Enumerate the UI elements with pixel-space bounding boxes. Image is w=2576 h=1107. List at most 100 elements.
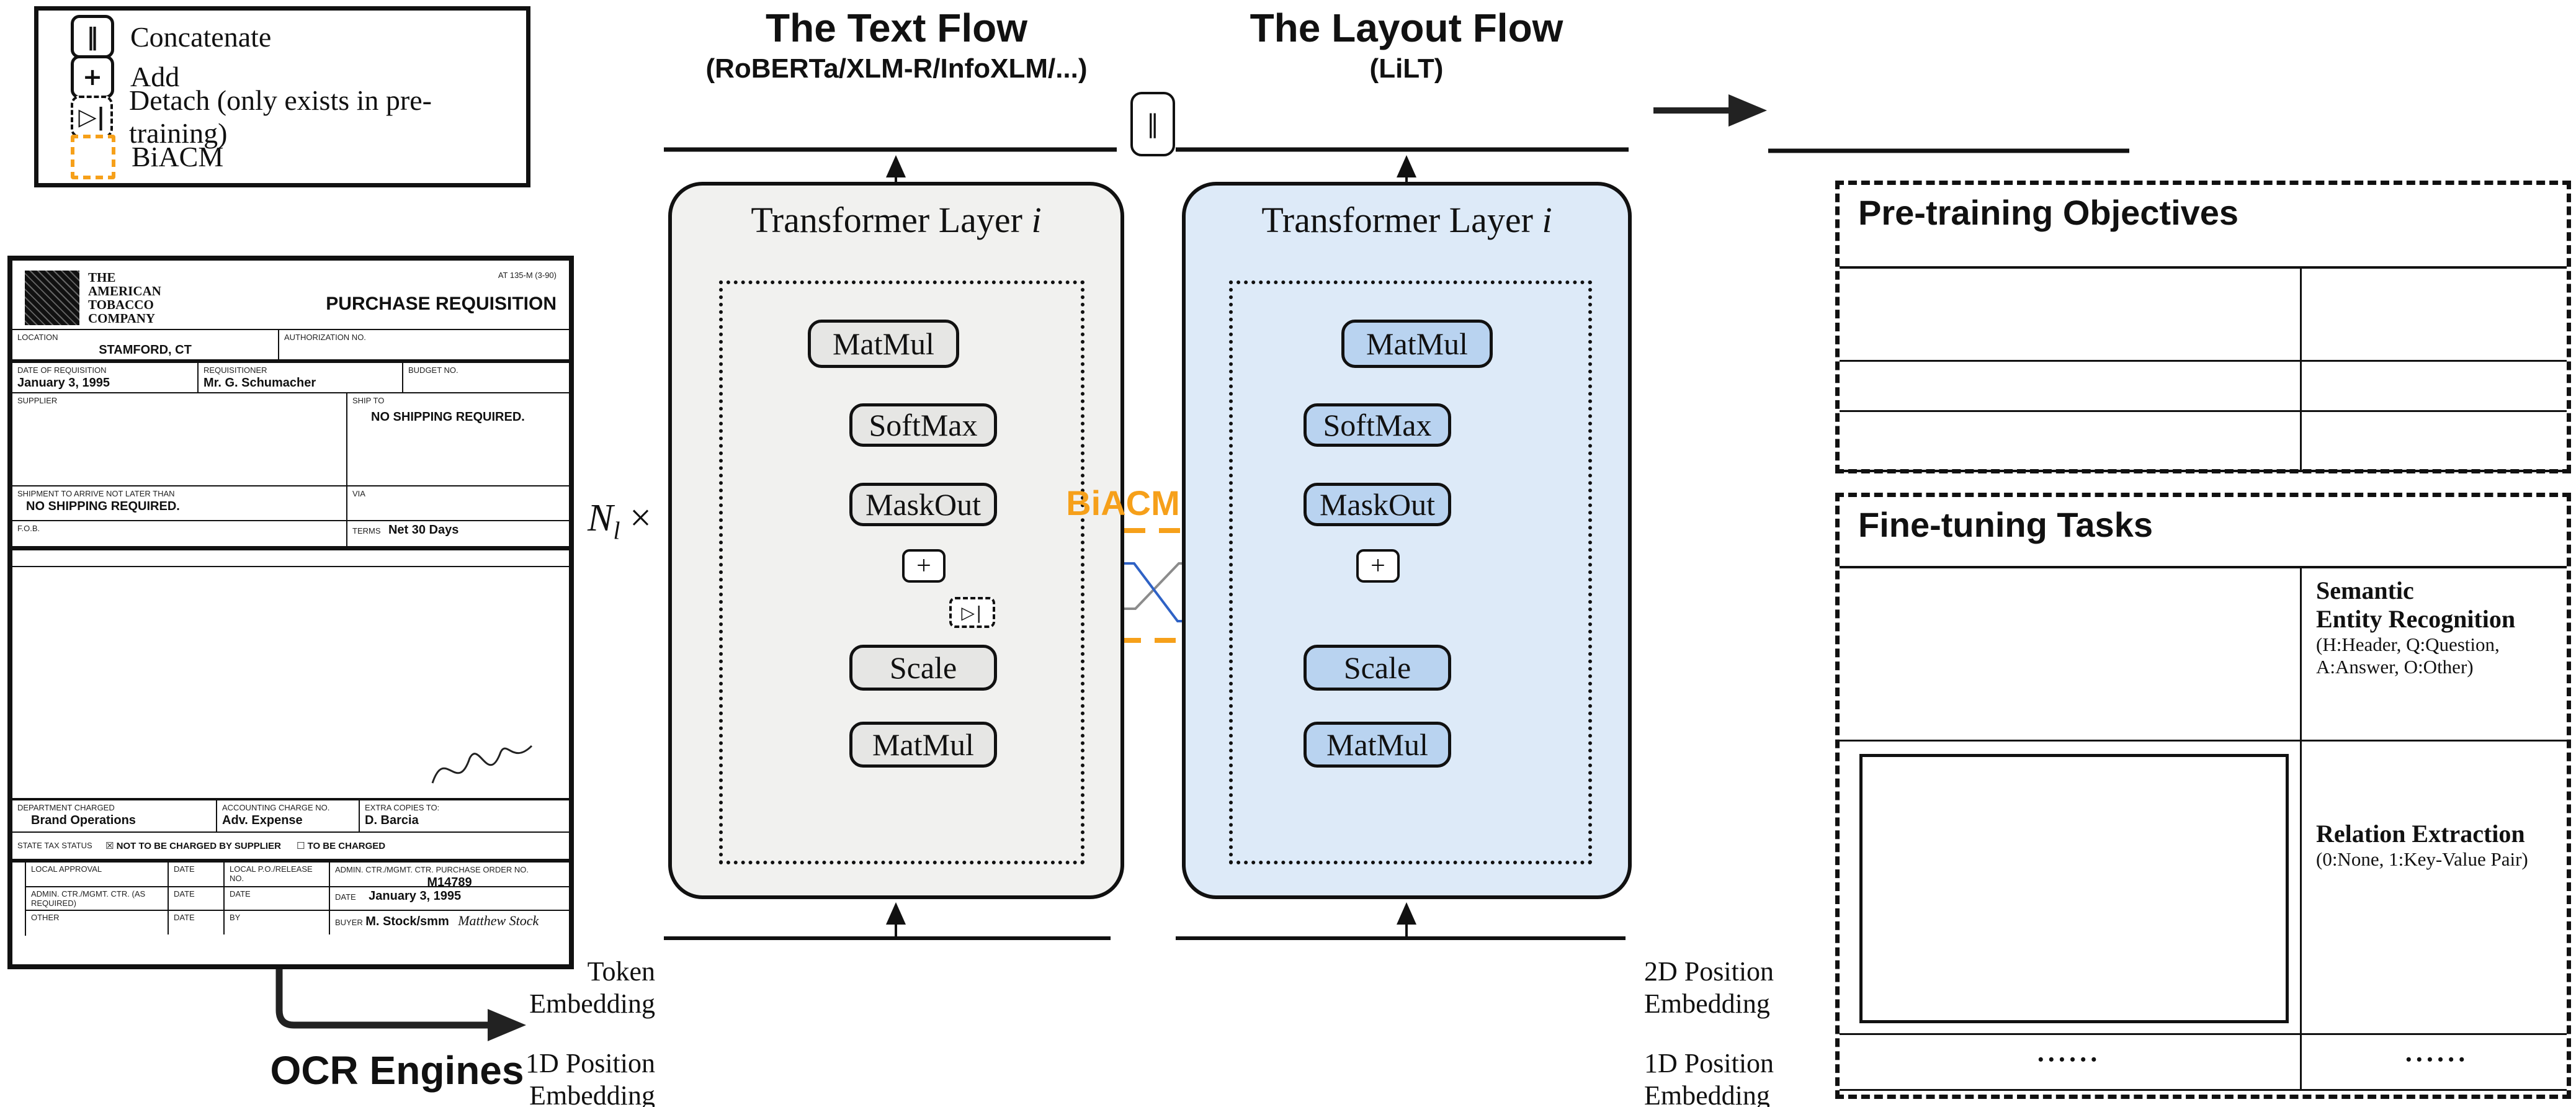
local-approval-label: LOCAL APPROVAL: [26, 863, 169, 887]
date-value: January 3, 1995: [17, 376, 110, 390]
buyer-signature: Matthew Stock: [458, 913, 539, 929]
terms-value: Net 30 Days: [388, 523, 459, 537]
requisitioner-label: REQUISITIONER: [203, 365, 267, 375]
shipment-label: SHIPMENT TO ARRIVE NOT LATER THAN: [17, 489, 175, 499]
multiplier-base: N: [588, 497, 614, 539]
other-label: OTHER: [26, 911, 169, 935]
fob-label: F.O.B.: [17, 524, 40, 534]
company-name-line: COMPANY: [88, 311, 156, 326]
approvals-side-label: [12, 863, 26, 936]
po-number: M14789: [427, 876, 472, 890]
layout-attention-dotted-box: [1229, 280, 1592, 864]
po-label: LOCAL P.O./RELEASE NO.: [225, 863, 330, 887]
legend-box: ‖ Concatenate + Add ▷| Detach (only exists in…: [34, 6, 530, 187]
text-scale-block: Scale: [849, 645, 997, 691]
acct-label: ACCOUNTING CHARGE NO.: [222, 803, 330, 813]
layout-add-box: +: [1356, 549, 1400, 583]
shipto-value: NO SHIPPING REQUIRED.: [371, 410, 525, 424]
tax-option-2: TO BE CHARGED: [307, 841, 386, 852]
layout-matmul-top-block: MatMul: [1341, 320, 1493, 368]
text-flow-title: The Text Flow: [766, 6, 1027, 50]
location-value: STAMFORD, CT: [99, 343, 192, 357]
concatenate-symbol: ‖: [1147, 110, 1159, 138]
shipment-value: NO SHIPPING REQUIRED.: [26, 500, 180, 514]
pretraining-panel: Pre-training Objectives: [1835, 181, 2571, 473]
layout-layer-title: Transformer Layer i: [1261, 200, 1552, 240]
copies-label: EXTRA COPIES TO:: [365, 803, 440, 813]
concatenate-icon: ‖: [71, 15, 114, 59]
layout-flow-subtitle: (LiLT): [1369, 53, 1444, 84]
ocr-engines-label: OCR Engines: [270, 1048, 524, 1093]
text-matmul-top-block: MatMul: [808, 320, 959, 368]
location-label: LOCATION: [17, 333, 58, 343]
biacm-label: BiACM: [1066, 483, 1180, 522]
text-matmul-bottom-block: MatMul: [849, 722, 997, 768]
tax-option-1: NOT TO BE CHARGED BY SUPPLIER: [116, 841, 281, 852]
text-maskout-block: MaskOut: [849, 483, 997, 526]
buyer-label: BUYER: [335, 918, 363, 928]
company-name-line: THE: [88, 270, 116, 285]
ocr-arrow-shaft: [275, 969, 488, 1029]
re-label: Relation Extraction (0:None, 1:Key-Value…: [2316, 820, 2528, 870]
finetuning-title: Fine-tuning Tasks: [1858, 505, 2153, 544]
legend-item-label: Concatenate: [130, 20, 272, 53]
admin-label: ADMIN. CTR./MGMT. CTR. (AS REQUIRED): [26, 887, 169, 910]
company-logo: [25, 271, 79, 325]
multiplier-times: ×: [630, 497, 651, 539]
add-icon: +: [71, 55, 114, 99]
text-attention-dotted-box: [719, 280, 1085, 864]
by-label: BY: [225, 911, 330, 935]
dept-value: Brand Operations: [31, 813, 136, 828]
shipto-label: SHIP TO: [352, 396, 385, 406]
to-stacked-arrow-head: [1729, 94, 1767, 127]
approval-date-label-1: DATE: [169, 863, 225, 887]
layout-transformer-layer: Transformer Layer i MatMul SoftMax MaskO…: [1182, 182, 1632, 899]
layout-softmax-block: SoftMax: [1304, 403, 1451, 447]
legend-item: ‖ Concatenate: [71, 15, 526, 59]
company-name-line: AMERICAN: [88, 284, 161, 299]
text-flow-subtitle: (RoBERTa/XLM-R/InfoXLM/...): [705, 53, 1088, 84]
pretraining-title: Pre-training Objectives: [1858, 193, 2239, 232]
ellipsis-left: ••••••: [2037, 1051, 2102, 1069]
dept-label: DEPARTMENT CHARGED: [17, 803, 115, 813]
text-softmax-block: SoftMax: [849, 403, 997, 447]
terms-label: TERMS: [352, 526, 381, 536]
detach-icon: ▷|: [71, 96, 113, 138]
doc-table-header: [12, 547, 569, 568]
form-code: AT 135-M (3-90): [498, 271, 557, 280]
text-layer-title: Transformer Layer i: [751, 200, 1042, 240]
tax-label: STATE TAX STATUS: [17, 841, 92, 851]
multiplier-sub: l: [613, 516, 620, 545]
layer-multiplier: Nl ×: [534, 496, 651, 545]
legend-item: BiACM: [71, 134, 526, 179]
acct-value: Adv. Expense: [222, 813, 303, 828]
layout-maskout-block: MaskOut: [1304, 483, 1451, 526]
approval-date-label-3: DATE: [225, 887, 330, 910]
buyer-value: M. Stock/smm: [365, 915, 449, 929]
legend-item: ▷| Detach (only exists in pre-training): [71, 84, 526, 149]
tax-checkbox-1: ☒: [105, 840, 114, 852]
legend-item-label: Add: [130, 61, 180, 93]
doc-table-body: [12, 567, 569, 801]
via-label: VIA: [352, 489, 365, 499]
text-add-box: +: [902, 549, 946, 583]
admin-po-label: ADMIN. CTR./MGMT. CTR. PURCHASE ORDER NO…: [335, 865, 529, 875]
legend-item-label: Detach (only exists in pre-training): [129, 84, 432, 150]
date-label: DATE OF REQUISITION: [17, 365, 107, 375]
copies-value: D. Barcia: [365, 813, 419, 828]
relation-matrix: [1859, 754, 2289, 1023]
tax-checkbox-2: ☐: [296, 840, 305, 852]
doc-title: PURCHASE REQUISITION: [326, 294, 557, 314]
supplier-label: SUPPLIER: [17, 396, 58, 406]
requisitioner-value: Mr. G. Schumacher: [203, 376, 316, 390]
layout-matmul-bottom-block: MatMul: [1304, 722, 1451, 768]
approval-date-label-4: DATE: [335, 892, 356, 902]
legend-item: + Add: [71, 55, 526, 99]
text-transformer-layer: Transformer Layer i MatMul SoftMax MaskO…: [668, 182, 1124, 899]
